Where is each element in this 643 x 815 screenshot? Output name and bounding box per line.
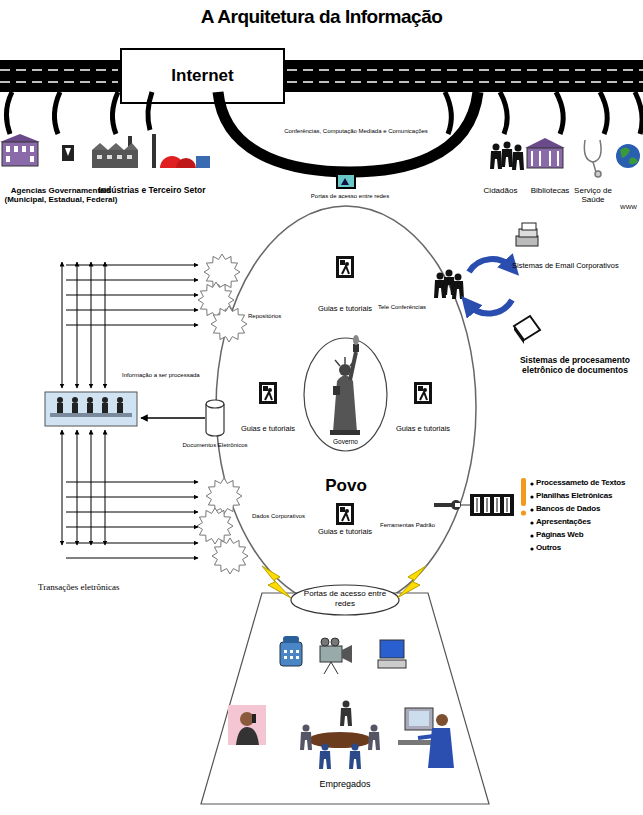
government-circle: Governo [303, 337, 388, 452]
tool-list-item: Processameto de Textos [536, 478, 641, 487]
group-label: Cidadãos [478, 186, 523, 195]
group-label: Serviço de Saúde [572, 186, 614, 204]
library-icon [525, 138, 565, 168]
road-connector [218, 92, 478, 172]
group-label: Bibliotecas [524, 186, 576, 195]
connector-label: Conferências, Computação Mediada e Comun… [261, 128, 451, 135]
flow-label: Informação a ser processada [122, 372, 222, 379]
gateway-label: Portas de acesso entre redes [295, 193, 405, 200]
item-label: Dados Corporativos [252, 513, 322, 520]
tool-list-item: Outros [536, 543, 641, 552]
document-cylinder: Documentos Eletrônicos [183, 398, 247, 460]
government-building [0, 134, 40, 166]
group-label: Indústrias e Terceiro Setor [82, 186, 222, 196]
item-label: Repositórios [248, 313, 308, 320]
citizens-icon [490, 142, 524, 171]
factory-icon [92, 136, 138, 168]
group-label: WWW [614, 204, 643, 211]
gateway-oval-label: Portas de acesso entre redes [295, 589, 395, 609]
email-icon [516, 223, 538, 246]
guide-label: Guias e tutoriais [228, 425, 308, 434]
document-label: Documentos Eletrônicos [173, 442, 257, 449]
government-label: Governo [303, 438, 388, 445]
gateway-icon [337, 174, 355, 188]
globe-icon [616, 144, 640, 168]
gateway-oval: Portas de acesso entre redes [290, 584, 400, 616]
guide-label: Guias e tutoriais [305, 528, 385, 537]
employees-trapezoid: Empregados Portas de acesso entre redes [200, 592, 490, 805]
system-label: Sistemas de Email Corporativos [512, 262, 643, 271]
people-circle: Povo Governo [215, 205, 477, 610]
system-label: Sistemas de procesamento eletrônico de d… [508, 356, 642, 376]
industry-domes [152, 134, 210, 168]
item-label: Tele Conferências [378, 304, 436, 311]
employees-label: Empregados [200, 779, 490, 789]
tool-list-item: Páginas Web [536, 530, 641, 539]
tool-list-item: Apresentações [536, 517, 641, 526]
sign-icon [62, 145, 74, 161]
cyl-outline [183, 398, 247, 460]
people-label: Povo [215, 476, 477, 496]
cycle-arrows [468, 259, 512, 313]
processing-board [45, 392, 137, 426]
tool-list-item: Planilhas Eletrônicas [536, 491, 641, 500]
tool-list-item: Bancos de Dados [536, 504, 641, 513]
flow-label: Transações eletrônicas [38, 582, 168, 592]
item-label: Ferramentas Padrão [380, 522, 442, 529]
document-book-icon [514, 316, 540, 344]
stethoscope-icon [584, 140, 601, 177]
internet-label: Internet [120, 48, 285, 104]
guide-label: Guias e tutoriais [383, 425, 463, 434]
gateway-node: Portas de acesso entre redes [295, 172, 405, 206]
transaction-arrows [62, 262, 205, 558]
internet-band: Internet [0, 60, 643, 92]
trap-outline [200, 592, 490, 805]
ellipse2-outline [303, 337, 388, 452]
ramps [6, 92, 642, 134]
diagram-title: A Arquitetura da Informação [0, 6, 643, 28]
guide-label: Guias e tutoriais [305, 305, 385, 314]
